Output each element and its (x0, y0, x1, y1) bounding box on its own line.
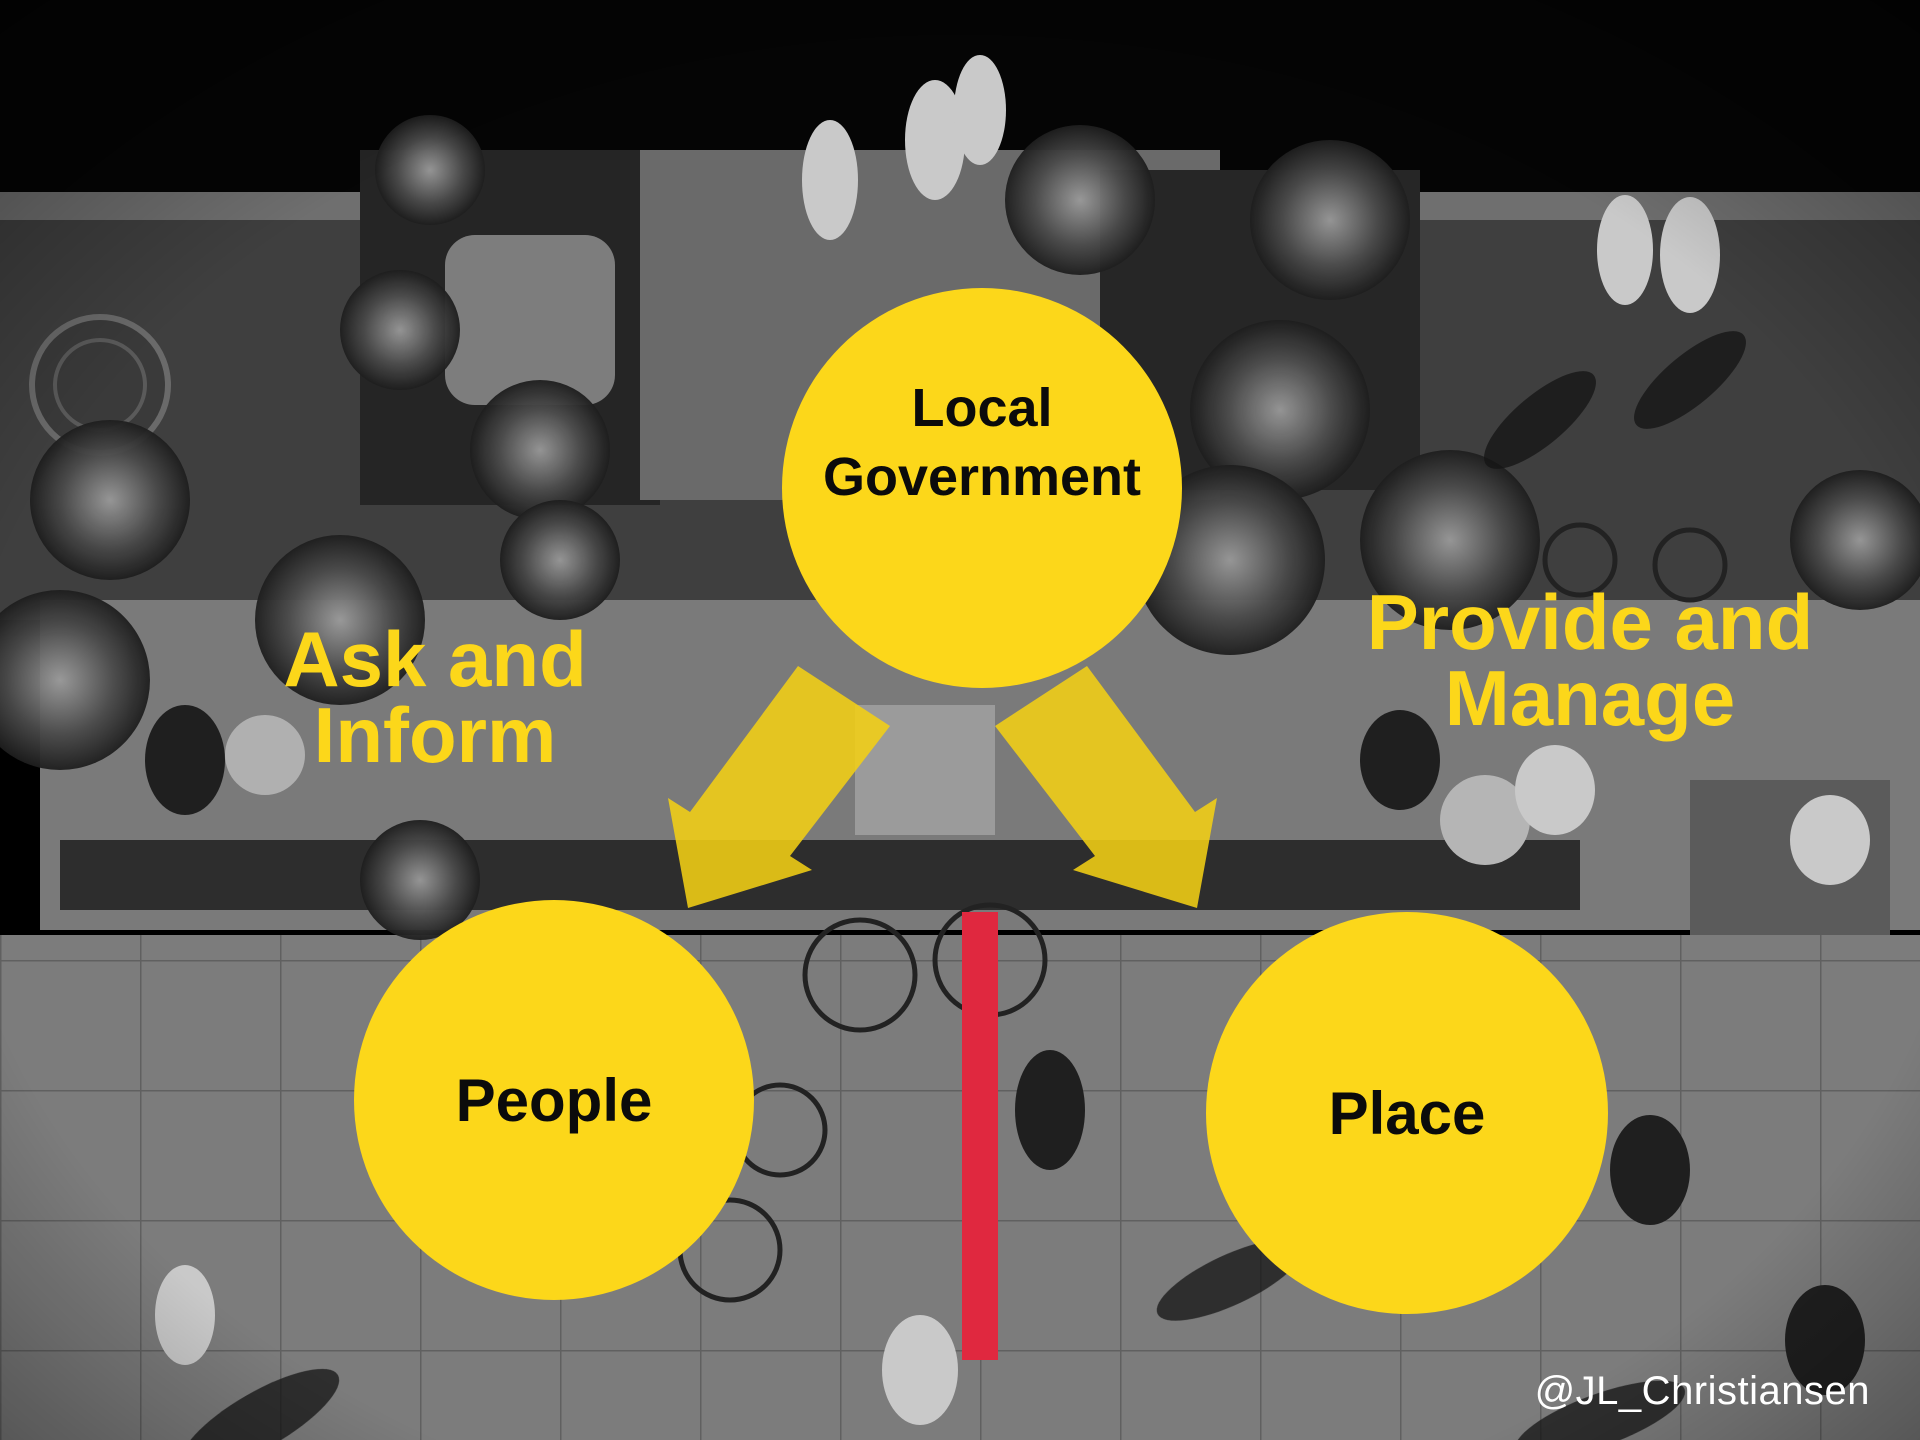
node-local-government: Local Government (782, 288, 1182, 688)
author-credit: @JL_Christiansen (1534, 1369, 1870, 1413)
edge-label-provide-manage-text: Provide and Manage (1366, 578, 1814, 742)
node-place: Place (1206, 912, 1608, 1314)
node-people-label: People (455, 1066, 653, 1134)
edge-label-ask-inform-text: Ask and Inform (283, 615, 587, 779)
divider-bar (962, 912, 998, 1360)
edge-label-ask-inform: Ask and Inform (250, 620, 620, 773)
node-people: People (354, 900, 754, 1300)
node-local-government-label: Local Government (822, 377, 1142, 507)
node-place-label: Place (1328, 1079, 1486, 1147)
edge-label-provide-manage: Provide and Manage (1330, 583, 1850, 736)
